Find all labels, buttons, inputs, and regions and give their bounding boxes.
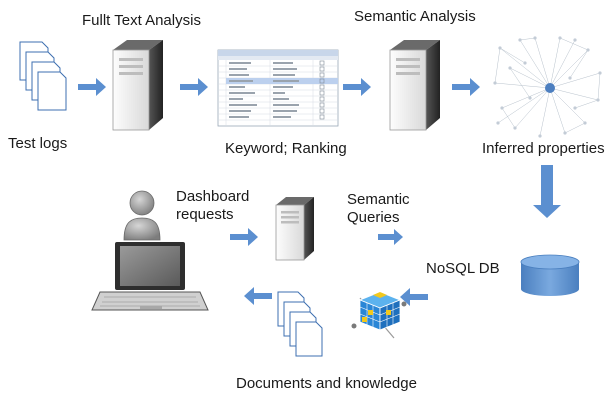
label-test-logs: Test logs: [8, 135, 68, 152]
keyword-table-icon: [217, 49, 339, 127]
database-icon: [520, 254, 580, 296]
cube-icon: [351, 291, 407, 339]
label-documents-and-knowledge: Documents and knowledge: [236, 375, 417, 392]
arrow-server-to-table: [180, 78, 208, 96]
laptop-icon: [91, 242, 209, 311]
label-dashboard-requests-line2: requests: [176, 206, 234, 223]
arrow-user-to-dashboard-server: [230, 228, 258, 246]
label-inferred-properties: Inferred properties: [482, 140, 605, 157]
document-stack-icon: [19, 41, 67, 111]
server-icon: [389, 40, 440, 131]
label-semantic-queries-line2: Queries: [347, 209, 400, 226]
arrow-documents-to-user: [244, 287, 272, 305]
server-icon: [275, 197, 314, 261]
label-dashboard-requests-line1: Dashboard: [176, 188, 250, 205]
label-full-text-analysis: Fullt Text Analysis: [82, 12, 201, 29]
arrow-queries-to-nosql: [378, 229, 403, 245]
arrow-table-to-semantic: [343, 78, 371, 96]
label-nosql-db: NoSQL DB: [426, 260, 500, 277]
server-icon: [112, 40, 163, 131]
user-icon: [123, 190, 161, 241]
label-keyword-ranking: Keyword; Ranking: [225, 140, 347, 157]
arrow-database-to-cube: [400, 288, 428, 306]
arrow-logs-to-fulltext: [78, 78, 106, 96]
label-semantic-queries-line1: Semantic: [347, 191, 410, 208]
arrow-graph-to-database: [533, 165, 561, 218]
arrow-semantic-to-graph: [452, 78, 480, 96]
network-graph-icon: [493, 36, 602, 138]
document-stack-icon: [277, 291, 323, 357]
label-semantic-analysis: Semantic Analysis: [354, 8, 476, 25]
